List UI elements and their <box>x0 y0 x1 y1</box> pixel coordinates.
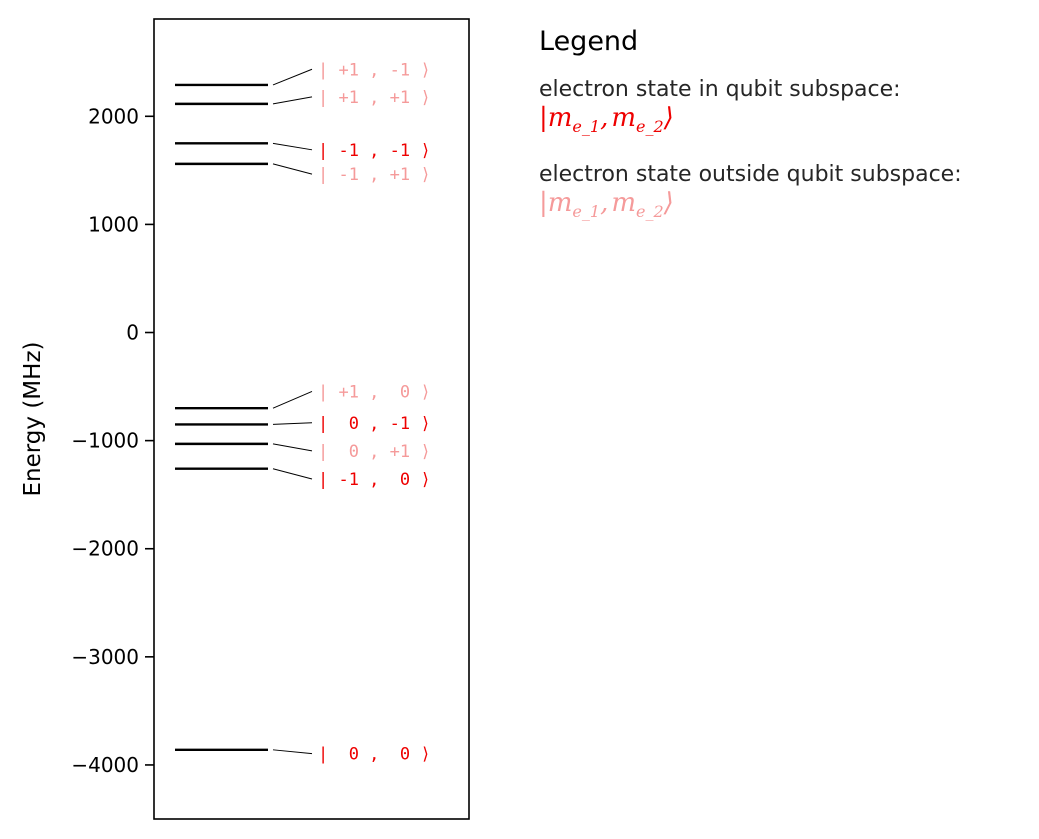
energy-level-label: | 0 , 0 ⟩ <box>318 745 431 765</box>
ket-m1: m <box>547 103 573 133</box>
y-tick-label: 0 <box>126 321 139 345</box>
ket-m2: m <box>611 103 636 133</box>
energy-levels: | +1 , -1 ⟩ | +1 , +1 ⟩ | -1 , -1 ⟩ | -1 , … <box>175 60 431 765</box>
y-tick-label: −2000 <box>71 537 139 561</box>
ket-open: | <box>539 103 548 133</box>
y-axis: 2000 1000 0 −1000 −2000 −3000 −4000 <box>71 104 154 777</box>
ket-e2-sub: e_2 <box>636 202 664 221</box>
energy-level-label: | 0 , +1 ⟩ <box>318 442 431 462</box>
legend-outside-subspace-ket: |me_1,me_2⟩ <box>539 188 1034 227</box>
legend-in-subspace: electron state in qubit subspace: |me_1,… <box>539 77 1034 142</box>
energy-level-label: | +1 , -1 ⟩ <box>318 60 431 80</box>
energy-level-label: | +1 , +1 ⟩ <box>318 88 431 108</box>
energy-level-label: | 0 , -1 ⟩ <box>318 414 431 434</box>
ket-m2: m <box>611 188 636 218</box>
legend-outside-subspace: electron state outside qubit subspace: |… <box>539 162 1034 227</box>
ket-sep: , <box>600 188 609 218</box>
legend: Legend electron state in qubit subspace:… <box>539 26 1034 247</box>
legend-outside-subspace-text: electron state outside qubit subspace: <box>539 162 962 187</box>
y-tick-label: −3000 <box>71 645 139 669</box>
y-tick-label: −1000 <box>71 429 139 453</box>
legend-in-subspace-ket: |me_1,me_2⟩ <box>539 103 1034 142</box>
level-connector-line <box>272 390 313 409</box>
ket-e2-sub: e_2 <box>636 117 664 136</box>
ket-e1-sub: e_1 <box>572 117 601 136</box>
y-tick-label: −4000 <box>71 753 139 777</box>
ket-close: ⟩ <box>663 188 674 218</box>
level-connector-line <box>272 422 313 425</box>
energy-level-label: | -1 , -1 ⟩ <box>318 141 431 161</box>
legend-in-subspace-text: electron state in qubit subspace: <box>539 77 901 102</box>
level-connector-line <box>272 163 313 175</box>
ket-m1: m <box>547 188 573 218</box>
level-connector-line <box>272 749 313 755</box>
level-connector-line <box>272 468 313 480</box>
energy-level-label: | +1 , 0 ⟩ <box>318 382 431 402</box>
level-connector-line <box>272 142 313 151</box>
level-connector-line <box>272 443 313 452</box>
ket-close: ⟩ <box>663 103 674 133</box>
ket-sep: , <box>600 103 609 133</box>
y-tick-label: 2000 <box>88 104 139 128</box>
level-connector-line <box>272 96 313 105</box>
ket-open: | <box>539 188 548 218</box>
legend-title: Legend <box>539 26 639 57</box>
y-tick-label: 1000 <box>88 212 139 236</box>
ket-e1-sub: e_1 <box>572 202 601 221</box>
plot-frame <box>153 18 470 820</box>
y-axis-label: Energy (MHz) <box>20 342 46 497</box>
energy-level-label: | -1 , 0 ⟩ <box>318 470 431 490</box>
energy-level-label: | -1 , +1 ⟩ <box>318 165 431 185</box>
level-connector-line <box>272 68 313 86</box>
